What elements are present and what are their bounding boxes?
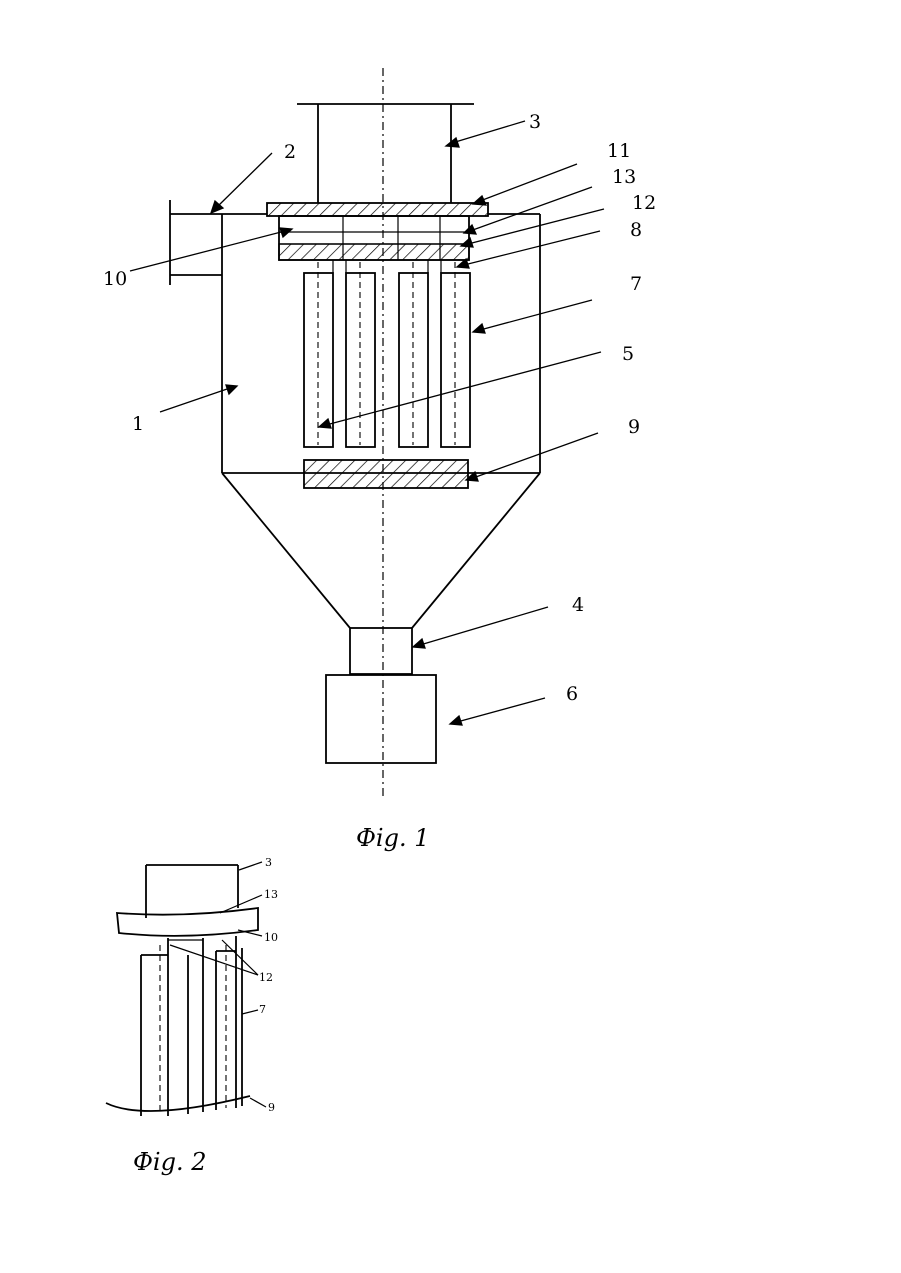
dust-outlet xyxy=(350,628,412,674)
fig2-label-3: 3 xyxy=(265,856,272,869)
figure-1: 3 2 11 13 12 8 10 7 5 1 9 4 6 Фig. 1 xyxy=(103,68,656,852)
label-2: 2 xyxy=(284,141,296,163)
label-7: 7 xyxy=(630,273,642,295)
label-11: 11 xyxy=(607,140,631,162)
figure-2-caption: Фig. 2 xyxy=(133,1148,207,1176)
label-5: 5 xyxy=(622,343,634,365)
cover-plate xyxy=(267,203,488,216)
label-6: 6 xyxy=(566,683,578,705)
label-13: 13 xyxy=(612,166,636,188)
label-1: 1 xyxy=(132,413,144,435)
label-3: 3 xyxy=(529,111,541,133)
filter-element xyxy=(441,273,470,447)
fig2-label-7: 7 xyxy=(259,1003,266,1016)
dust-collector xyxy=(326,675,436,763)
label-4: 4 xyxy=(572,594,584,616)
fig2-support-curve xyxy=(106,1096,250,1111)
outlet-pipe xyxy=(297,104,474,203)
inlet-pipe xyxy=(170,200,267,285)
fig2-filter-elements xyxy=(141,945,242,1116)
fig2-label-12: 12 xyxy=(259,971,273,984)
label-10: 10 xyxy=(103,268,127,290)
figure-1-labels: 3 2 11 13 12 8 10 7 5 1 9 4 6 xyxy=(103,111,656,705)
fig2-label-10: 10 xyxy=(264,931,278,944)
support-plate xyxy=(304,460,468,488)
fig2-label-13: 13 xyxy=(264,888,278,901)
fig2-curved-plate xyxy=(117,908,258,936)
fig2-leader-lines xyxy=(170,862,266,1107)
distribution-chamber xyxy=(279,216,469,260)
label-8: 8 xyxy=(630,219,642,241)
label-12: 12 xyxy=(632,192,656,214)
figure-1-caption: Фig. 1 xyxy=(356,824,430,852)
filter-element xyxy=(346,273,375,447)
fig2-outlet-pipe xyxy=(146,865,238,918)
label-9: 9 xyxy=(628,416,640,438)
filter-elements xyxy=(304,260,470,447)
filter-element xyxy=(399,273,428,447)
figure-2: 3 13 10 12 7 9 Фig. 2 xyxy=(106,856,278,1176)
fig2-label-9: 9 xyxy=(268,1101,275,1114)
hopper-cone xyxy=(222,473,540,628)
